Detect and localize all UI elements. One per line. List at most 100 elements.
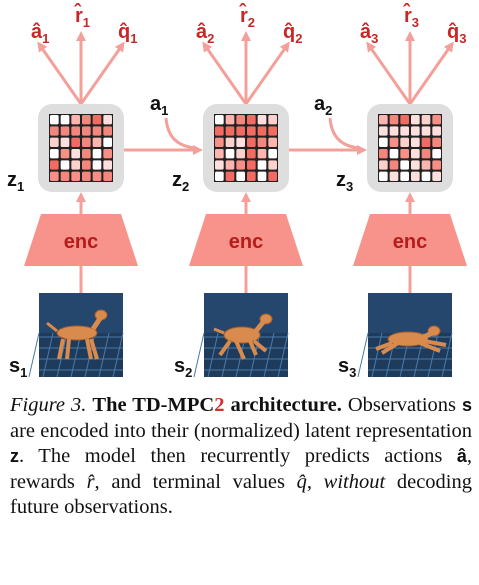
a-hat-arrow	[202, 41, 248, 105]
heatmap-cell	[103, 115, 112, 125]
heatmap-cell	[389, 149, 399, 159]
heatmap-cell	[421, 137, 431, 147]
heatmap-cell	[82, 115, 91, 125]
heatmap-cell	[82, 126, 91, 136]
caption-text-5: , and terminal values	[94, 470, 285, 493]
encoder-block	[189, 214, 303, 266]
r-hat-label: r̂3	[403, 2, 419, 30]
heatmap-cell	[421, 149, 431, 159]
heatmap-cell	[421, 115, 431, 125]
figure-caption: Figure 3. The TD-MPC2 architecture. Obse…	[10, 393, 472, 521]
s-label: s3	[338, 355, 356, 380]
caption-text-6: ,	[306, 470, 312, 493]
heatmap-cell	[215, 160, 224, 170]
heatmap-cell	[400, 171, 409, 181]
heatmap-cell	[225, 149, 235, 159]
s-label: s2	[174, 355, 192, 380]
heatmap-cell	[411, 149, 420, 159]
heatmap-cell	[60, 171, 70, 181]
heatmap-cell	[92, 171, 102, 181]
caption-title-number: 2	[214, 394, 225, 416]
observation-image	[357, 293, 453, 378]
heatmap-cell	[215, 149, 224, 159]
heatmap-cell	[257, 160, 267, 170]
heatmap-cell	[50, 137, 59, 147]
encoder-label: enc	[229, 231, 263, 253]
heatmap-cell	[379, 137, 388, 147]
heatmap-cell	[389, 160, 399, 170]
heatmap-cell	[257, 137, 267, 147]
heatmap-cell	[236, 160, 245, 170]
heatmap-cell	[411, 160, 420, 170]
a-hat-label: â3	[360, 21, 378, 46]
heatmap-cell	[247, 171, 256, 181]
caption-title: The TD-MPC	[92, 394, 215, 416]
heatmap-cell	[225, 115, 235, 125]
heatmap-cell	[421, 171, 431, 181]
heatmap-cell	[103, 160, 112, 170]
heatmap-cell	[103, 137, 112, 147]
z-label: z2	[172, 169, 189, 194]
caption-text-3: . The model then recurrently predicts ac…	[19, 445, 443, 467]
dog-figure	[375, 325, 447, 355]
heatmap-cell	[71, 171, 80, 181]
dog-figure	[46, 309, 108, 360]
heatmap-cell	[236, 115, 245, 125]
heatmap-cell	[60, 137, 70, 147]
caption-symbol-r: r̂	[86, 470, 95, 493]
observation-image	[28, 293, 124, 378]
heatmap-cell	[411, 126, 420, 136]
heatmap-cell	[247, 137, 256, 147]
heatmap-cell	[92, 149, 102, 159]
latent-heatmap	[49, 114, 113, 182]
heatmap-cell	[389, 115, 399, 125]
heatmap-cell	[268, 149, 277, 159]
heatmap-cell	[215, 115, 224, 125]
heatmap-cell	[400, 115, 409, 125]
heatmap-cell	[400, 160, 409, 170]
heatmap-cell	[432, 171, 441, 181]
heatmap-cell	[257, 171, 267, 181]
q-hat-arrow	[244, 41, 290, 105]
heatmap-cell	[50, 160, 59, 170]
q-hat-arrow	[79, 41, 125, 105]
heatmap-cell	[60, 126, 70, 136]
heatmap-cell	[421, 160, 431, 170]
heatmap-cell	[432, 137, 441, 147]
heatmap-cell	[421, 126, 431, 136]
latent-heatmap	[214, 114, 278, 182]
heatmap-cell	[379, 126, 388, 136]
heatmap-cell	[379, 171, 388, 181]
action-label: a2	[314, 93, 332, 118]
heatmap-cell	[92, 160, 102, 170]
caption-symbol-a: â	[456, 446, 467, 466]
heatmap-cell	[247, 126, 256, 136]
heatmap-cell	[92, 137, 102, 147]
heatmap-cell	[400, 137, 409, 147]
heatmap-cell	[225, 160, 235, 170]
heatmap-cell	[225, 171, 235, 181]
heatmap-cell	[215, 171, 224, 181]
heatmap-cell	[257, 149, 267, 159]
heatmap-cell	[103, 149, 112, 159]
heatmap-cell	[411, 115, 420, 125]
heatmap-cell	[400, 126, 409, 136]
q-hat-label: q̂2	[283, 21, 302, 46]
q-hat-label: q̂3	[447, 21, 466, 46]
q-hat-label: q̂1	[118, 21, 137, 46]
heatmap-cell	[60, 160, 70, 170]
heatmap-cell	[71, 115, 80, 125]
a-hat-label: â1	[31, 21, 49, 46]
caption-symbol-q: q̂	[296, 470, 307, 493]
heatmap-cell	[92, 126, 102, 136]
heatmap-cell	[50, 149, 59, 159]
heatmap-cell	[379, 160, 388, 170]
heatmap-cell	[225, 137, 235, 147]
heatmap-cell	[257, 115, 267, 125]
heatmap-cell	[411, 137, 420, 147]
a-hat-arrow	[37, 41, 83, 105]
